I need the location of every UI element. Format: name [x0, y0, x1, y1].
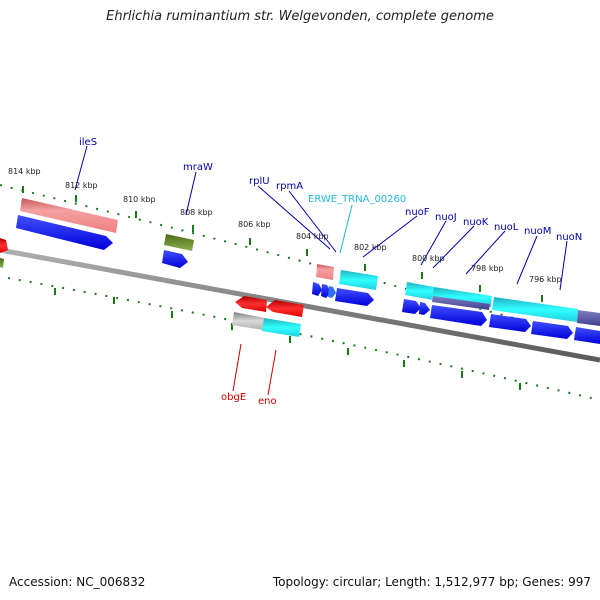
gene-label-ileS[interactable]: ileS [79, 137, 97, 148]
accession-text: Accession: NC_006832 [9, 575, 146, 589]
gene-label-rpmA[interactable]: rpmA [276, 181, 303, 192]
feature-arrow-mraW[interactable] [162, 250, 188, 268]
label-leaders-forward [74, 145, 568, 291]
gene-label-trna[interactable]: ERWE_TRNA_00260 [308, 194, 406, 205]
tick-label: 800 kbp [412, 254, 445, 263]
feature-cyan-eno[interactable] [262, 318, 301, 337]
feature-arrow-nuoM[interactable] [531, 321, 573, 339]
inner-major-ticks [54, 288, 521, 390]
map-title: Ehrlichia ruminantium str. Welgevonden, … [106, 9, 494, 24]
feature-red-left[interactable] [0, 238, 8, 253]
feature-arrow-obgE[interactable] [235, 296, 267, 312]
feature-arrow-rplU[interactable] [312, 282, 322, 296]
tick-label: 812 kbp [65, 181, 98, 190]
gene-label-rplU[interactable]: rplU [249, 176, 270, 187]
feature-pink-rplU[interactable] [316, 264, 334, 280]
feature-cyan-nuoJ[interactable] [432, 287, 492, 307]
label-leaders-reverse [232, 343, 277, 396]
feature-arrow-802[interactable] [335, 288, 374, 306]
feature-arrow-nuoN[interactable] [574, 327, 600, 344]
label-leader-trna [339, 204, 353, 254]
outer-major-ticks [22, 186, 543, 302]
tick-label: 810 kbp [123, 195, 156, 204]
feature-cyan-nuoF[interactable] [405, 282, 434, 300]
feature-purple-nuoK[interactable] [432, 296, 490, 310]
gene-label-nuoL[interactable]: nuoL [494, 222, 519, 233]
outer-tick-track [0, 184, 600, 343]
genome-summary-text: Topology: circular; Length: 1,512,977 bp… [272, 575, 591, 589]
tick-label: 796 kbp [529, 275, 562, 284]
tick-label: 806 kbp [238, 220, 271, 229]
feature-gray-obgE[interactable] [232, 312, 265, 330]
gene-label-obgE[interactable]: obgE [221, 392, 246, 403]
feature-arrow-eno[interactable] [266, 300, 304, 317]
feature-arrow-nuoK[interactable] [430, 305, 487, 326]
feature-arrow-nuoL[interactable] [489, 314, 531, 332]
feature-arrow-nuoF[interactable] [402, 299, 421, 314]
gene-label-nuoF[interactable]: nuoF [405, 207, 430, 218]
tick-label: 808 kbp [180, 208, 213, 217]
tick-label: 814 kbp [8, 167, 41, 176]
tick-label: 802 kbp [354, 243, 387, 252]
gene-label-nuoK[interactable]: nuoK [463, 217, 489, 228]
gene-label-mraW[interactable]: mraW [183, 162, 213, 173]
feature-olive-left[interactable] [0, 258, 4, 268]
feature-arrow-ileS[interactable] [16, 215, 113, 250]
feature-pink-812[interactable] [20, 198, 118, 233]
feature-purple-nuoM[interactable] [577, 310, 600, 326]
feature-arrow-small[interactable] [328, 286, 336, 298]
feature-cyan-nuoL[interactable] [492, 297, 578, 322]
gene-label-eno[interactable]: eno [258, 396, 277, 407]
feature-olive-mraW[interactable] [164, 234, 194, 251]
tick-label: 798 kbp [471, 264, 504, 273]
gene-label-nuoM[interactable]: nuoM [524, 226, 551, 237]
feature-arrow-nuoJ[interactable] [419, 302, 430, 315]
feature-trna[interactable] [339, 270, 378, 290]
inner-tick-track [7, 277, 600, 401]
tick-label: 804 kbp [296, 232, 329, 241]
gene-label-nuoN[interactable]: nuoN [556, 232, 582, 243]
gene-label-nuoJ[interactable]: nuoJ [435, 212, 457, 223]
